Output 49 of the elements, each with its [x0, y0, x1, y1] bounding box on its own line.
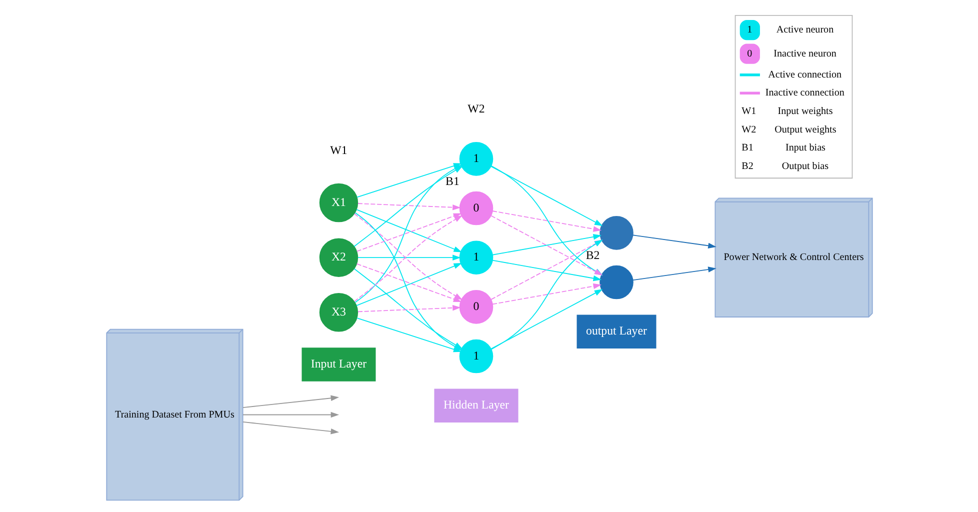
arrow — [490, 215, 602, 276]
arrow — [492, 260, 602, 282]
arrow — [490, 240, 602, 350]
arrow — [490, 240, 602, 300]
label: W1 — [330, 142, 347, 157]
label: B2 — [741, 160, 753, 172]
node-box: Hidden Layer — [434, 388, 518, 423]
legend-label: Active connection — [768, 69, 842, 80]
node-circle: X1 — [318, 183, 358, 222]
arrow — [632, 266, 716, 281]
arrow — [632, 234, 716, 249]
node-label: B2 — [585, 248, 600, 262]
node-circle: 0 — [458, 290, 493, 324]
arrow — [492, 234, 602, 256]
label: W2 — [467, 102, 484, 116]
legend-label: Active neuron — [776, 24, 834, 36]
legend-label: Output weights — [774, 124, 836, 136]
node-circle: 1 — [458, 339, 493, 374]
label: B1 — [741, 142, 753, 154]
label: 1 — [746, 24, 752, 36]
legend-label: Input bias — [785, 142, 825, 154]
arrow — [492, 283, 602, 305]
node-circle — [599, 216, 633, 250]
legend-label: Input weights — [777, 106, 832, 117]
arrow — [490, 166, 602, 226]
node-circle: X3 — [318, 293, 358, 332]
legend-label: Inactive neuron — [773, 48, 836, 60]
label: 0 — [746, 48, 752, 60]
node-circle: X2 — [318, 238, 358, 277]
node-box: output Layer — [576, 314, 656, 349]
arrow — [490, 166, 602, 276]
node-circle: 0 — [458, 191, 493, 226]
arrow — [357, 254, 460, 260]
arrow — [242, 395, 339, 408]
node-circle: 1 — [458, 142, 493, 176]
arrow — [490, 289, 602, 350]
legend-label: Output bias — [781, 160, 828, 172]
node-circle — [599, 265, 633, 300]
arrow — [492, 210, 602, 232]
node-circle: 1 — [458, 240, 493, 274]
arrow — [357, 304, 460, 312]
label: W2 — [741, 124, 756, 136]
arrow — [357, 203, 460, 210]
node-label: B1 — [445, 174, 459, 188]
arrow — [242, 412, 339, 418]
legend-label: Inactive connection — [764, 88, 844, 99]
arrow — [242, 422, 339, 434]
node-box: Input Layer — [301, 348, 376, 382]
label: W1 — [741, 106, 756, 117]
